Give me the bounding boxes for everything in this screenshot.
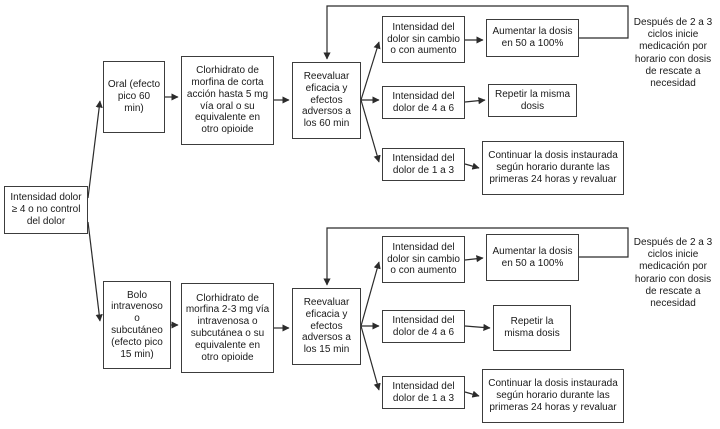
node-action-repeat-top: Repetir la misma dosis <box>488 84 577 117</box>
node-action-increase-bottom: Aumentar la dosis en 50 a 100% <box>486 234 579 281</box>
node-outcome-4-6-bottom: Intensidad del dolor de 4 a 6 <box>382 310 465 343</box>
node-action-continue-bottom: Continuar la dosis instaurada según hora… <box>482 369 624 423</box>
side-note-top: Después de 2 a 3 ciclos inicie medicació… <box>633 17 713 89</box>
node-start-pain-intensity: Intensidad dolor ≥ 4 o no control del do… <box>4 186 88 234</box>
node-outcome-1-3-bottom: Intensidad del dolor de 1 a 3 <box>382 376 465 409</box>
node-action-increase-top: Aumentar la dosis en 50 a 100% <box>486 19 579 57</box>
node-outcome-no-change-top: Intensidad del dolor sin cambio o con au… <box>382 16 465 63</box>
node-outcome-4-6-top: Intensidad del dolor de 4 a 6 <box>382 86 465 119</box>
node-drug-bolus: Clorhidrato de morfina 2-3 mg vía intrav… <box>181 283 274 373</box>
node-reassess-15min: Reevaluar eficacia y efectos adversos a … <box>292 288 361 365</box>
node-action-continue-top: Continuar la dosis instaurada según hora… <box>482 141 624 195</box>
node-outcome-1-3-top: Intensidad del dolor de 1 a 3 <box>382 148 465 181</box>
node-route-bolus: Bolo intravenoso o subcutáneo (efecto pi… <box>103 281 171 369</box>
side-note-bottom: Después de 2 a 3 ciclos inicie medicació… <box>633 237 713 309</box>
node-drug-oral: Clorhidrato de morfina de corta acción h… <box>181 56 274 145</box>
node-action-repeat-bottom: Repetir la misma dosis <box>493 305 571 351</box>
node-reassess-60min: Reevaluar eficacia y efectos adversos a … <box>292 62 361 139</box>
node-outcome-no-change-bottom: Intensidad del dolor sin cambio o con au… <box>382 236 465 283</box>
node-route-oral: Oral (efecto pico 60 min) <box>103 61 165 133</box>
